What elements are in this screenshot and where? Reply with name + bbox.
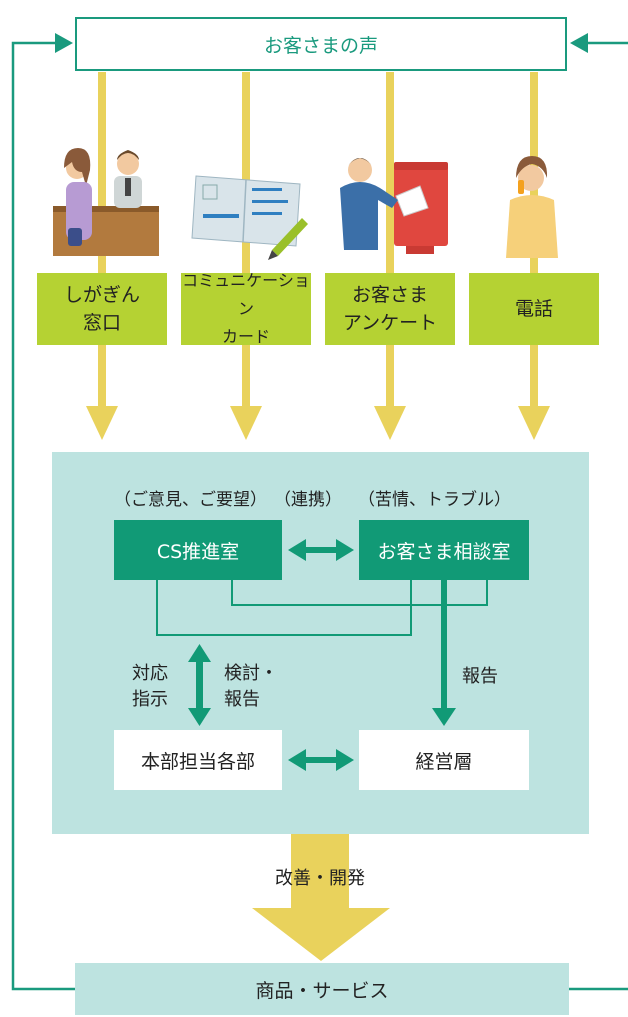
products-services-box: 商品・サービス: [75, 963, 569, 1015]
customer-voice-box: お客さまの声: [75, 17, 567, 71]
hq-departments-label: 本部担当各部: [140, 750, 255, 773]
caption-liaison: （連携）: [274, 490, 342, 510]
channel-label-phone: 電話: [514, 298, 553, 320]
instruction-review-arrow: [188, 644, 211, 726]
connector-inner-loop: [231, 580, 488, 606]
channel-box-phone: 電話: [469, 273, 599, 345]
management-box: 経営層: [359, 730, 529, 790]
channel-label-survey: お客さま アンケート: [342, 284, 438, 334]
label-instruction: 対応 指示: [132, 663, 168, 710]
management-label: 経営層: [415, 750, 473, 773]
feedback-line-left: [11, 41, 75, 991]
channel-label-card: コミュニケーション カード: [182, 271, 310, 346]
customer-consultation-office-box: お客さま相談室: [359, 520, 529, 580]
label-review-report: 検討・ 報告: [224, 663, 278, 710]
customer-consultation-office-label: お客さま相談室: [377, 540, 511, 563]
channel-label-branch: しがぎん 窓口: [63, 284, 140, 334]
hq-management-double-arrow: [288, 749, 354, 771]
label-improvement-development: 改善・開発: [275, 868, 365, 889]
feedback-arrowhead-right: [570, 33, 588, 53]
channel-box-branch: しがぎん 窓口: [37, 273, 167, 345]
cs-promotion-office-box: CS推進室: [114, 520, 282, 580]
channel-box-card: コミュニケーション カード: [181, 271, 311, 346]
products-services-label: 商品・サービス: [255, 979, 389, 1002]
caption-complaints: （苦情、トラブル）: [358, 490, 511, 510]
report-arrow: [432, 580, 456, 726]
customer-voice-title: お客さまの声: [263, 34, 378, 57]
communication-card-illustration: [191, 175, 308, 260]
liaison-double-arrow: [288, 539, 354, 561]
telephone-caller-illustration: [506, 156, 558, 258]
caption-opinions: （ご意見、ご要望）: [114, 490, 267, 510]
cs-promotion-office-label: CS推進室: [156, 540, 240, 563]
improvement-arrow: [252, 834, 390, 961]
channel-box-survey: お客さま アンケート: [325, 273, 455, 345]
bank-counter-illustration: [53, 148, 159, 256]
connector-outer-loop: [156, 580, 412, 636]
hq-departments-box: 本部担当各部: [114, 730, 282, 790]
feedback-arrowhead-left: [55, 33, 73, 53]
label-report: 報告: [462, 666, 498, 687]
survey-mailbox-illustration: [340, 158, 448, 254]
